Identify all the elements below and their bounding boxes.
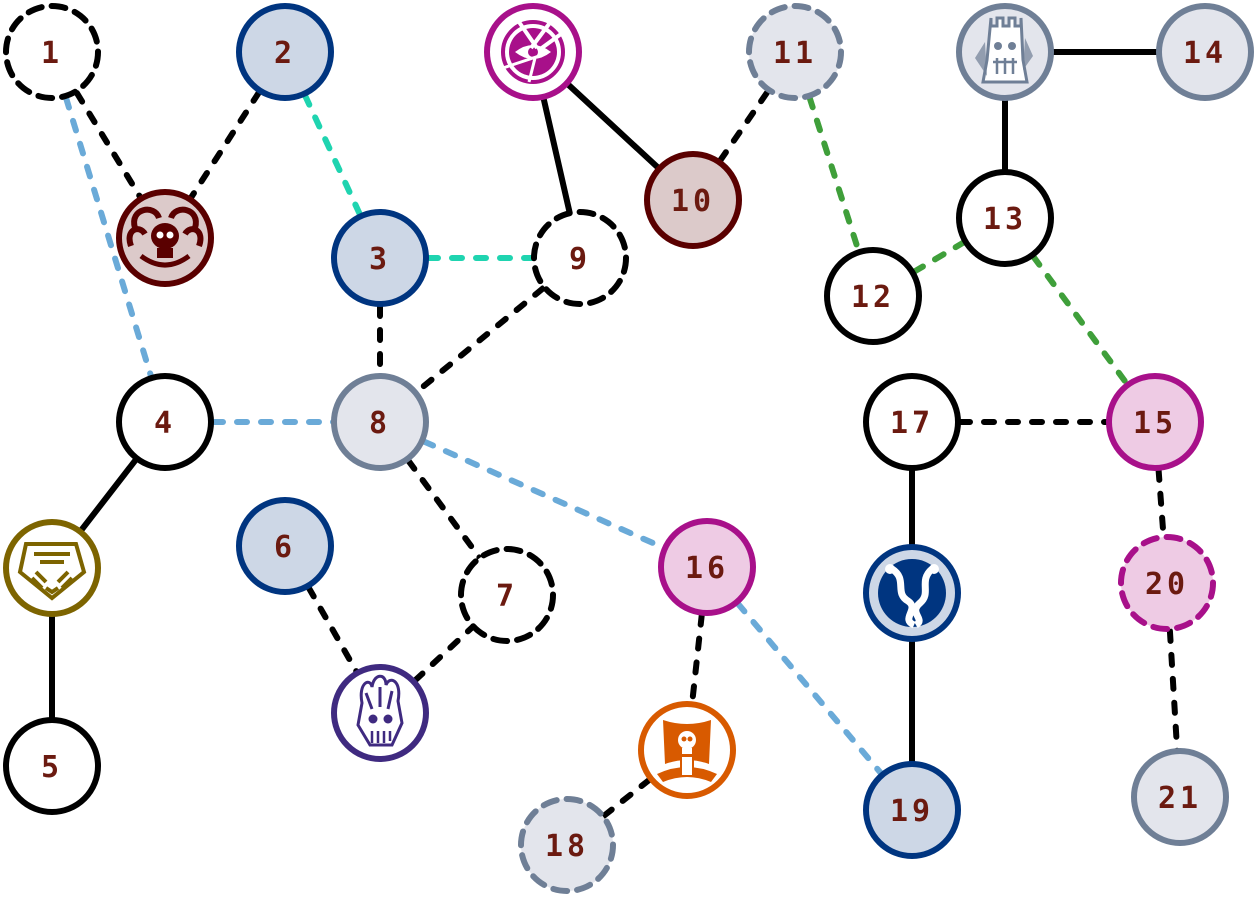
node-circle	[1118, 534, 1216, 632]
node-18[interactable]: 18	[518, 796, 616, 894]
node-circle	[746, 3, 844, 101]
node-circle	[1156, 3, 1254, 101]
node-11[interactable]: 11	[746, 3, 844, 101]
node-16[interactable]: 16	[658, 518, 756, 616]
node-17[interactable]: 17	[863, 373, 961, 471]
node-label: 8	[369, 406, 391, 441]
node-5[interactable]: 5	[3, 717, 101, 815]
node-flame-skull[interactable]	[331, 664, 429, 762]
node-3[interactable]: 3	[331, 209, 429, 307]
pentagon-face-icon	[17, 542, 87, 601]
node-label: 18	[545, 829, 589, 864]
node-14[interactable]: 14	[1156, 3, 1254, 101]
node-horned-skull[interactable]	[116, 189, 214, 287]
node-label: 3	[369, 242, 391, 277]
node-label: 13	[983, 202, 1027, 237]
node-4[interactable]: 4	[116, 373, 214, 471]
node-label: 9	[569, 242, 591, 277]
node-label: 17	[890, 406, 934, 441]
node-7[interactable]: 7	[458, 546, 556, 644]
node-circle	[658, 518, 756, 616]
node-label: 5	[41, 750, 63, 785]
serpent-icon	[878, 559, 946, 629]
node-circle	[116, 373, 214, 471]
node-circle	[458, 546, 556, 644]
edge-8-16	[377, 419, 710, 570]
node-9[interactable]: 9	[531, 209, 629, 307]
node-label: 6	[274, 530, 296, 565]
edge-16-19	[704, 564, 915, 813]
node-label: 19	[890, 794, 934, 829]
eye-swords-icon	[501, 20, 565, 84]
node-circle	[644, 151, 742, 249]
node-1[interactable]: 1	[3, 3, 101, 101]
node-serpent[interactable]	[863, 544, 961, 642]
node-6[interactable]: 6	[236, 497, 334, 595]
edges-layer	[49, 49, 1208, 848]
node-15[interactable]: 15	[1106, 373, 1204, 471]
node-13[interactable]: 13	[956, 169, 1054, 267]
edge-1-4	[49, 49, 168, 425]
node-circle	[331, 209, 429, 307]
node-label: 16	[685, 551, 729, 586]
node-circle	[518, 796, 616, 894]
node-pentagon-face[interactable]	[3, 519, 101, 617]
node-label: 12	[851, 280, 895, 315]
node-label: 7	[496, 579, 518, 614]
node-label: 4	[154, 406, 176, 441]
node-tower-skull[interactable]	[956, 3, 1054, 101]
node-8[interactable]: 8	[331, 373, 429, 471]
edge-13-15	[1002, 215, 1158, 425]
node-circle	[3, 717, 101, 815]
node-21[interactable]: 21	[1131, 748, 1229, 846]
node-circle	[236, 3, 334, 101]
node-eye-swords[interactable]	[484, 3, 582, 101]
node-2[interactable]: 2	[236, 3, 334, 101]
horned-skull-icon	[126, 206, 204, 268]
node-banner-skull[interactable]	[638, 701, 736, 799]
node-circle	[236, 497, 334, 595]
node-circle	[331, 373, 429, 471]
node-circle	[1131, 748, 1229, 846]
node-20[interactable]: 20	[1118, 534, 1216, 632]
node-label: 2	[274, 36, 296, 71]
node-circle	[531, 209, 629, 307]
flame-skull-icon	[356, 674, 404, 747]
node-19[interactable]: 19	[863, 761, 961, 859]
node-label: 15	[1133, 406, 1177, 441]
node-circle	[824, 247, 922, 345]
banner-skull-icon	[657, 720, 717, 782]
node-label: 11	[773, 36, 817, 71]
node-label: 14	[1183, 36, 1227, 71]
node-label: 21	[1158, 781, 1202, 816]
node-10[interactable]: 10	[644, 151, 742, 249]
node-circle	[863, 373, 961, 471]
node-12[interactable]: 12	[824, 247, 922, 345]
node-circle	[956, 169, 1054, 267]
node-circle	[1106, 373, 1204, 471]
tower-skull-icon	[975, 16, 1033, 84]
node-label: 1	[41, 36, 63, 71]
node-circle	[3, 3, 101, 101]
node-label: 10	[671, 184, 715, 219]
node-label: 20	[1145, 567, 1189, 602]
node-circle	[863, 761, 961, 859]
